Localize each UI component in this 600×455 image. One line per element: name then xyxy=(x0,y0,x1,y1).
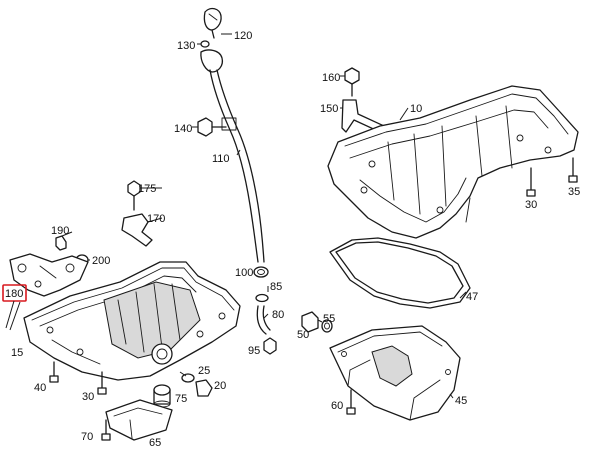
callout-35[interactable]: 35 xyxy=(568,186,580,198)
seal-ring-25[interactable] xyxy=(181,373,195,383)
callout-70[interactable]: 70 xyxy=(81,431,93,443)
callout-40[interactable]: 40 xyxy=(34,382,46,394)
callout-47[interactable]: 47 xyxy=(466,291,478,303)
gasket-47[interactable] xyxy=(329,237,471,309)
main-oil-pan-15[interactable] xyxy=(23,261,241,381)
bolt-140[interactable] xyxy=(197,117,227,137)
callout-25[interactable]: 25 xyxy=(198,365,210,377)
callout-15[interactable]: 15 xyxy=(11,347,23,359)
callout-100[interactable]: 100 xyxy=(235,267,253,279)
callout-150[interactable]: 150 xyxy=(320,103,338,115)
bolt-60[interactable] xyxy=(346,389,356,415)
bolt-70[interactable] xyxy=(101,419,111,441)
o-ring-130[interactable] xyxy=(200,40,210,48)
plug-20[interactable] xyxy=(195,379,213,397)
lower-oil-pan-45[interactable] xyxy=(329,325,461,421)
callout-130[interactable]: 130 xyxy=(177,40,195,52)
callout-20[interactable]: 20 xyxy=(214,380,226,392)
dipstick-handle-120[interactable] xyxy=(203,7,222,39)
bracket-180[interactable] xyxy=(9,253,89,297)
callout-55[interactable]: 55 xyxy=(323,313,335,325)
callout-65[interactable]: 65 xyxy=(149,437,161,449)
callout-50[interactable]: 50 xyxy=(297,329,309,341)
callout-180[interactable]: 180 xyxy=(5,288,23,300)
seal-ring-100[interactable] xyxy=(253,266,269,278)
stud-35[interactable] xyxy=(568,157,578,183)
callout-30-upper[interactable]: 30 xyxy=(525,199,537,211)
callout-140[interactable]: 140 xyxy=(174,123,192,135)
bolt-160[interactable] xyxy=(344,67,360,97)
drain-plug-50[interactable] xyxy=(301,311,319,333)
callout-110[interactable]: 110 xyxy=(212,153,230,165)
oil-strainer-65[interactable] xyxy=(105,399,173,441)
bolt-95[interactable] xyxy=(263,337,277,355)
pipe-80[interactable] xyxy=(256,305,271,335)
callout-170[interactable]: 170 xyxy=(147,213,165,225)
stud-30-upper[interactable] xyxy=(526,167,536,197)
callout-200[interactable]: 200 xyxy=(92,255,110,267)
seal-ring-55[interactable] xyxy=(321,319,333,333)
callout-60[interactable]: 60 xyxy=(331,400,343,412)
callout-30-lower[interactable]: 30 xyxy=(82,391,94,403)
callout-45[interactable]: 45 xyxy=(455,395,467,407)
dipstick-guide-tube-110[interactable] xyxy=(200,49,265,263)
upper-oil-pan-10[interactable] xyxy=(327,85,579,239)
bolt-30-lower[interactable] xyxy=(97,371,107,395)
callout-120[interactable]: 120 xyxy=(234,30,252,42)
o-ring-85[interactable] xyxy=(255,293,269,303)
bolt-190[interactable] xyxy=(55,235,67,251)
bolt-40[interactable] xyxy=(49,361,59,383)
callout-80[interactable]: 80 xyxy=(272,309,284,321)
callout-95[interactable]: 95 xyxy=(248,345,260,357)
bracket-170[interactable] xyxy=(121,213,153,247)
callout-190[interactable]: 190 xyxy=(51,225,69,237)
callout-10[interactable]: 10 xyxy=(410,103,422,115)
callout-75[interactable]: 75 xyxy=(175,393,187,405)
callout-175[interactable]: 175 xyxy=(138,183,156,195)
highlight-marker-180 xyxy=(2,284,27,329)
callout-85[interactable]: 85 xyxy=(270,281,282,293)
bolt-175[interactable] xyxy=(127,180,141,211)
leader-lines xyxy=(9,33,467,399)
callout-160[interactable]: 160 xyxy=(322,72,340,84)
sensor-75[interactable] xyxy=(153,384,171,408)
callout-labels: 120 130 140 110 160 150 10 35 30 175 170… xyxy=(5,30,580,449)
